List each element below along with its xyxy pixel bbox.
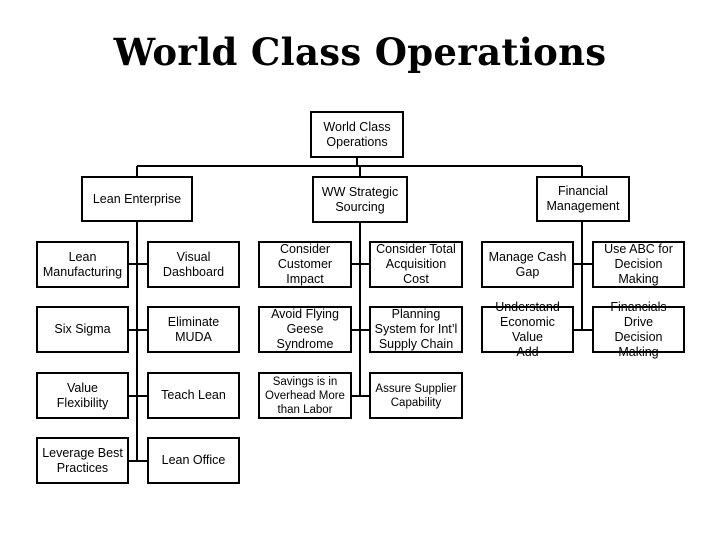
node-ww-strategic-sourcing: WW Strategic Sourcing (312, 176, 408, 223)
node-lean-manufacturing: Lean Manufacturing (36, 241, 129, 288)
node-avoid-flying-geese: Avoid Flying Geese Syndrome (258, 306, 352, 353)
node-consider-customer-impact: Consider Customer Impact (258, 241, 352, 288)
node-understand-eva: Understand Economic Value Add (481, 300, 574, 359)
node-use-abc: Use ABC for Decision Making (592, 241, 685, 288)
node-financials-drive: Financials Drive Decision Making (592, 300, 685, 359)
node-manage-cash-gap: Manage Cash Gap (481, 241, 574, 288)
node-savings-overhead: Savings is in Overhead More than Labor (258, 372, 352, 419)
node-six-sigma: Six Sigma (36, 306, 129, 353)
node-consider-total-acquisition-cost: Consider Total Acquisition Cost (369, 241, 463, 288)
node-lean-enterprise: Lean Enterprise (81, 176, 193, 222)
node-root: World Class Operations (310, 111, 404, 158)
node-lean-office: Lean Office (147, 437, 240, 484)
node-planning-system: Planning System for Int’l Supply Chain (369, 306, 463, 353)
page-title: World Class Operations (113, 30, 607, 74)
node-assure-supplier-capability: Assure Supplier Capability (369, 372, 463, 419)
node-leverage-best-practices: Leverage Best Practices (36, 437, 129, 484)
node-visual-dashboard: Visual Dashboard (147, 241, 240, 288)
node-financial-management: Financial Management (536, 176, 630, 222)
node-eliminate-muda: Eliminate MUDA (147, 306, 240, 353)
node-teach-lean: Teach Lean (147, 372, 240, 419)
node-value-flexibility: Value Flexibility (36, 372, 129, 419)
